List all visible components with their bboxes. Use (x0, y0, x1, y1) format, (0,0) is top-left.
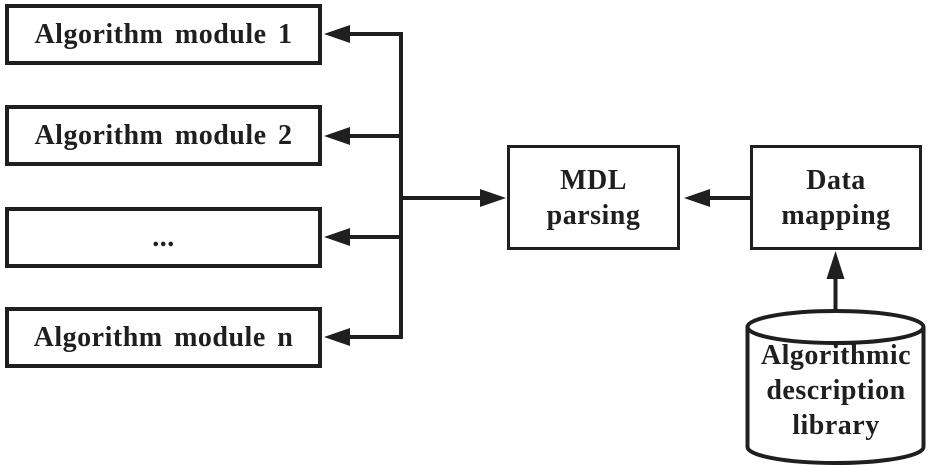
mdl-parsing-label-line2: parsing (546, 199, 641, 231)
arrow-to-module-2-head (324, 127, 350, 145)
arrow-library-to-data-head (826, 251, 845, 279)
library-label-line1: Algorithmic (760, 340, 912, 371)
arrow-to-module-3-head (324, 228, 350, 246)
box-algorithm-module-2: Algorithm module 2 (5, 105, 322, 166)
database-cylinder-icon (745, 309, 926, 465)
box-mdl-parsing: MDL parsing (507, 145, 680, 250)
box-algorithm-module-n: Algorithm module n (5, 307, 322, 368)
algorithm-module-1-label: Algorithm module 1 (34, 19, 293, 50)
arrow-data-to-mdl-head (684, 189, 710, 207)
mdl-parsing-label-line1: MDL (560, 164, 627, 196)
arrow-to-module-1 (324, 25, 403, 43)
box-data-mapping: Data mapping (750, 145, 922, 250)
arrow-to-module-3 (324, 228, 403, 246)
arrow-to-module-2 (324, 127, 403, 145)
box-algorithm-module-ellipsis: ... (5, 207, 322, 268)
arrow-data-mapping-to-mdl-parsing (684, 189, 751, 207)
arrow-to-module-1-head (324, 25, 350, 43)
algorithm-module-n-label: Algorithm module n (33, 322, 294, 353)
algorithm-module-ellipsis-label: ... (152, 222, 175, 253)
arrow-trunk-to-mdl-parsing (401, 189, 506, 207)
library-cylinder-label: Algorithmic description library (748, 338, 924, 443)
box-algorithm-module-1: Algorithm module 1 (5, 4, 322, 65)
arrow-library-to-data-mapping (826, 251, 845, 316)
arrow-trunk-to-mdl-head (480, 189, 506, 207)
cylinder-top-ellipse (745, 309, 926, 345)
library-label-line2: description (766, 375, 906, 406)
cylinder-body (745, 327, 926, 465)
arrow-to-module-4-head (324, 328, 350, 346)
data-mapping-label-line1: Data (806, 164, 866, 196)
algorithm-module-2-label: Algorithm module 2 (34, 120, 293, 151)
library-label-line3: library (792, 410, 880, 441)
arrow-to-module-4 (324, 328, 403, 346)
data-mapping-label-line2: mapping (781, 199, 891, 231)
